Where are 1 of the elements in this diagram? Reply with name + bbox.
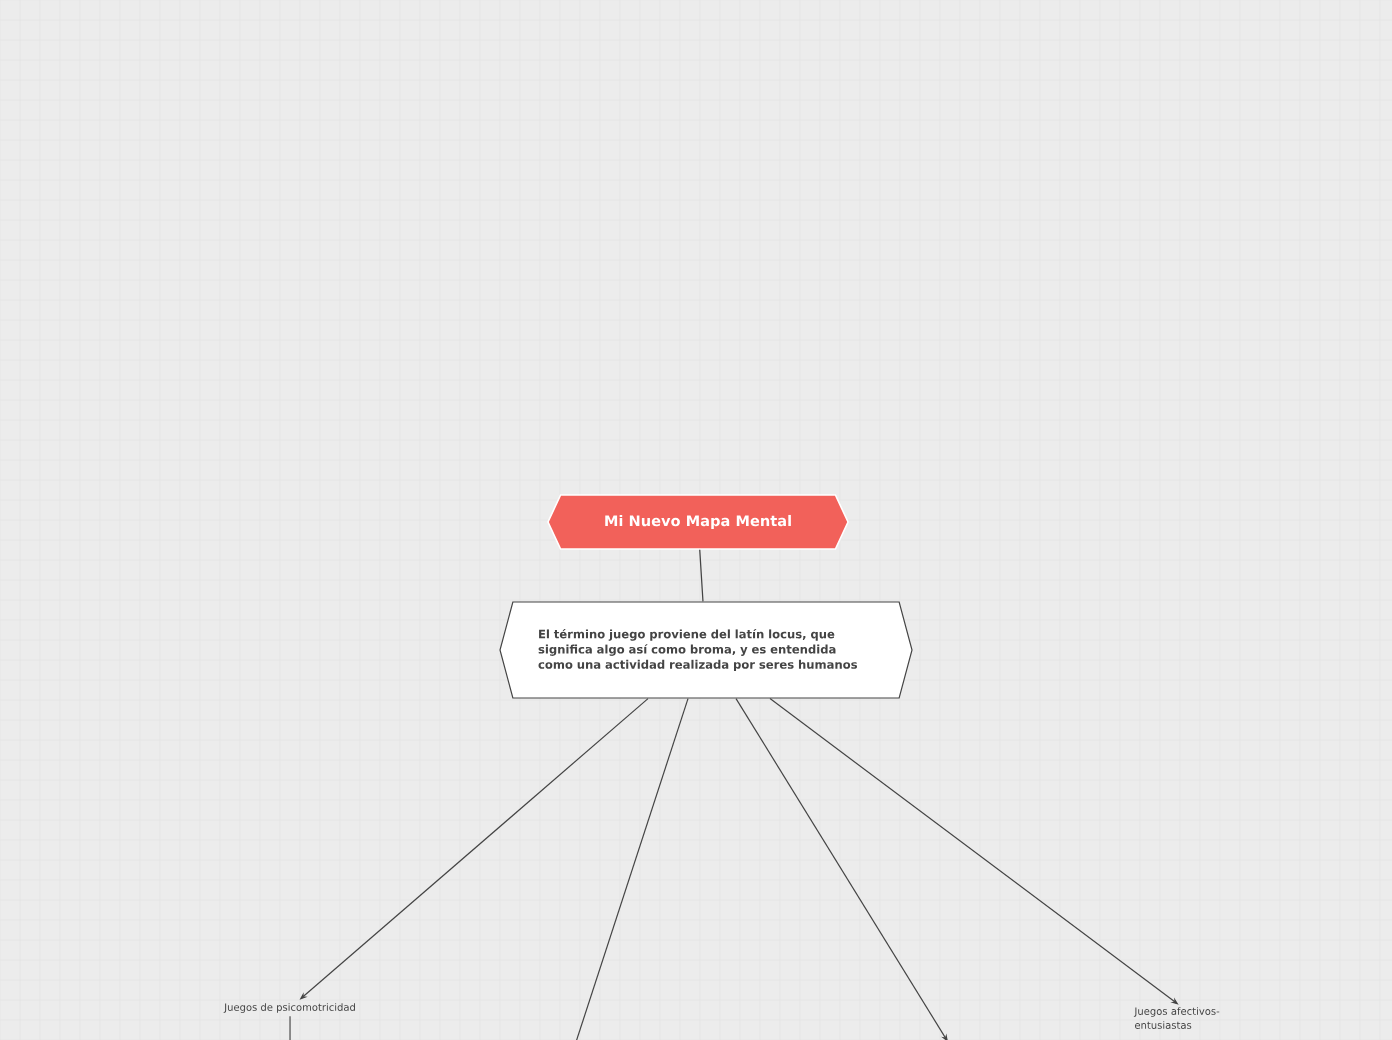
arrow (735, 698, 948, 1040)
